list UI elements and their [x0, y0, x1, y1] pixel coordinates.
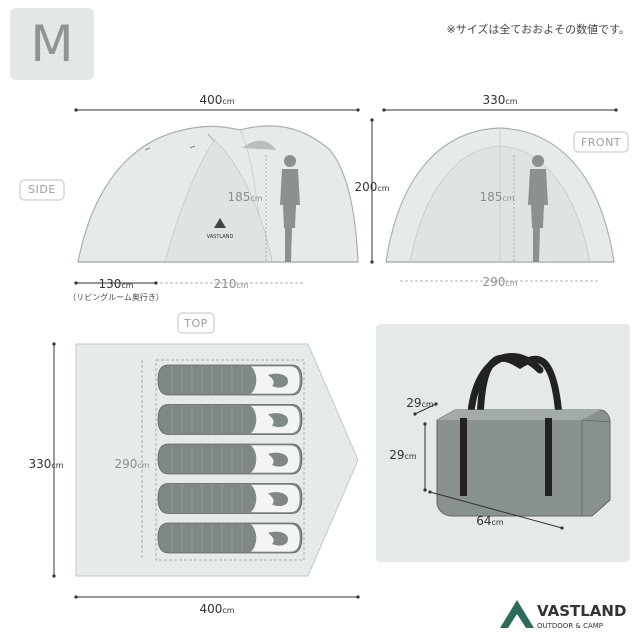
brand-name: VASTLAND — [537, 602, 626, 620]
sleeping-bag-icon — [157, 443, 303, 475]
top-inner-tent — [155, 359, 305, 561]
side-inner-tent — [164, 139, 273, 263]
tag-front: FRONT — [581, 136, 621, 149]
inner-depth-label: 210cm — [213, 277, 248, 291]
front-person-height: 185cm — [479, 190, 514, 204]
side-person-height: 185cm — [227, 190, 262, 204]
front-view: 330cm 185cm FRONT 290cm — [382, 93, 629, 289]
bag-depth-label: 29cm — [406, 396, 434, 410]
side-logo-icon: VASTLAND — [207, 218, 234, 240]
tag-side: SIDE — [28, 183, 56, 196]
sleeping-bags — [157, 364, 303, 554]
top-length-label: 400cm — [199, 602, 234, 616]
front-width-label: 330cm — [482, 93, 517, 107]
brand-logo: VASTLAND OUTDOOR & CAMP — [500, 600, 626, 630]
sleeping-bag-icon — [157, 522, 303, 554]
sleeping-bag-icon — [157, 364, 303, 396]
bag-depth-line — [413, 402, 438, 416]
bag-length-label: 64cm — [476, 514, 504, 528]
size-badge: M — [10, 8, 94, 80]
bag-handle-icon — [476, 354, 564, 434]
size-note: ※サイズは全ておおよその数値です。 — [447, 22, 630, 36]
top-width-label: 330cm — [28, 457, 63, 471]
carry-bag-panel: 29cm 29cm 64cm — [376, 324, 630, 562]
brand-tagline: OUTDOOR & CAMP — [537, 622, 603, 630]
tag-top: TOP — [183, 317, 208, 330]
sleeping-bag-icon — [157, 404, 303, 435]
bag-height-label: 29cm — [389, 448, 417, 462]
front-person-icon — [528, 155, 548, 262]
height-label: 200cm — [354, 180, 389, 194]
bag-length-line — [428, 490, 564, 530]
sleeping-bag-icon — [157, 483, 303, 514]
front-inner-width-label: 290cm — [482, 275, 517, 289]
side-person-icon — [280, 155, 300, 262]
top-inner-length-label: 290cm — [114, 457, 149, 471]
side-length-label: 400cm — [199, 93, 234, 107]
side-view: 400cm VASTLAND 185cm SIDE 130cm （リビングルーム… — [19, 93, 360, 302]
living-depth-label: 130cm — [98, 277, 133, 291]
living-caption: （リビングルーム奥行き） — [68, 292, 164, 302]
svg-text:VASTLAND: VASTLAND — [207, 234, 234, 240]
top-view: TOP 290cm 330cm 400cm — [28, 312, 360, 616]
side-vent — [242, 140, 276, 150]
